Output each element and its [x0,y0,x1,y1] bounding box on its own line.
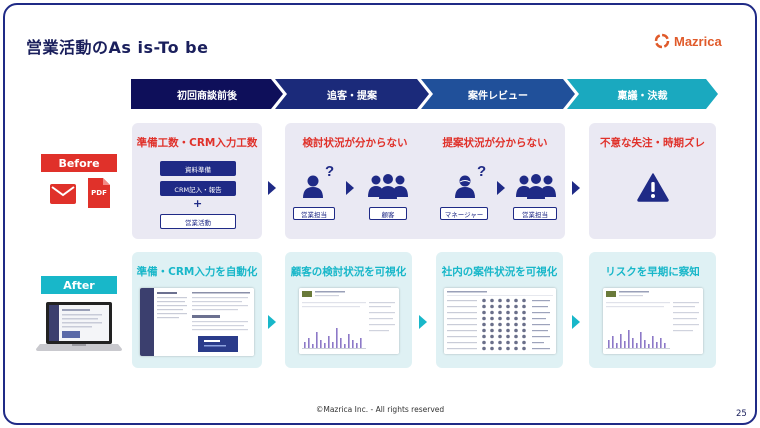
warning-icon [637,173,669,202]
logo-text: Mazrica [674,33,722,49]
question-mark-2: ? [477,163,487,180]
after-col3-heading: 社内の案件状況を可視化 [441,266,558,278]
before-arrow-1 [268,181,276,195]
stage-chevron-1: 初回商談前後 [131,79,283,109]
pdf-icon-label: PDF [91,189,107,197]
sales-rep-label-2: 営業担当 [513,207,557,220]
after-panel-2: 顧客の検討状況を可視化 [285,252,412,368]
crm-app-screenshot [140,288,254,356]
before-col1-heading: 準備工数・CRM入力工数 [136,137,258,149]
slide-frame [3,3,757,425]
sales-team-icon [516,174,556,199]
mazrica-logo-icon [654,33,670,49]
stage-label-3: 案件レビュー [468,90,528,102]
stage-chevron-2: 追客・提案 [275,79,429,109]
after-tag: After [41,276,117,294]
before-arrow-4 [572,181,580,195]
after-arrow-1 [268,315,276,329]
after-arrow-3 [572,315,580,329]
before-tag: Before [41,154,117,172]
risk-dashboard-screenshot [603,288,703,354]
mail-icon [50,184,76,204]
after-panel-1: 準備・CRM入力を自動化 [132,252,262,368]
sales-rep-icon [303,175,323,198]
after-col2-heading: 顧客の検討状況を可視化 [290,266,407,278]
deal-board-screenshot [444,288,556,354]
copyright-footer: ©Mazrica Inc. - All rights reserved [315,405,445,414]
after-col1-heading: 準備・CRM入力を自動化 [136,266,258,278]
sales-rep-label-1: 営業担当 [293,207,335,220]
stage-chevron-4: 稟議・決裁 [567,79,718,109]
before-panel-2: 検討状況が分からない 提案状況が分からない ? 営業担当 顧客 ? マネージャー… [285,123,565,239]
question-mark-1: ? [325,163,335,180]
mazrica-logo: Mazrica [654,32,722,50]
before-arrow-3 [497,181,505,195]
after-panel-3: 社内の案件状況を可視化 [436,252,563,368]
crm-entry-box: CRM記入・報告 [160,181,236,196]
laptop-icon [36,302,122,351]
before-panel-1: 準備工数・CRM入力工数 資料準備 CRM記入・報告 + 営業活動 [132,123,262,239]
after-arrow-2 [419,315,427,329]
before-col3-heading: 提案状況が分からない [442,137,548,149]
manager-icon [455,175,475,198]
stage-label-1: 初回商談前後 [177,90,237,102]
manager-label: マネージャー [440,207,488,220]
stage-chevrons: 初回商談前後 追客・提案 案件レビュー 稟議・決裁 [131,79,718,109]
customer-label: 顧客 [369,207,407,220]
after-panel-4: リスクを早期に察知 [589,252,716,368]
stage-label-4: 稟議・決裁 [617,90,668,102]
before-panel-4: 不意な失注・時期ズレ [589,123,716,239]
after-col4-heading: リスクを早期に察知 [605,266,700,278]
customer-analytics-screenshot [299,288,399,354]
customer-group-icon [368,174,408,199]
before-col4-heading: 不意な失注・時期ズレ [600,137,705,149]
before-col2-heading: 検討状況が分からない [302,137,408,149]
slide-title: 営業活動のAs is-To be [26,38,209,57]
stage-chevron-3: 案件レビュー [421,79,575,109]
pdf-icon: PDF [88,178,110,208]
sales-activity-box: 営業活動 [160,214,236,229]
stage-label-2: 追客・提案 [327,90,377,102]
page-number: 25 [736,409,747,419]
doc-prep-box: 資料準備 [160,161,236,176]
plus-sign: + [193,197,203,210]
before-arrow-2 [346,181,354,195]
